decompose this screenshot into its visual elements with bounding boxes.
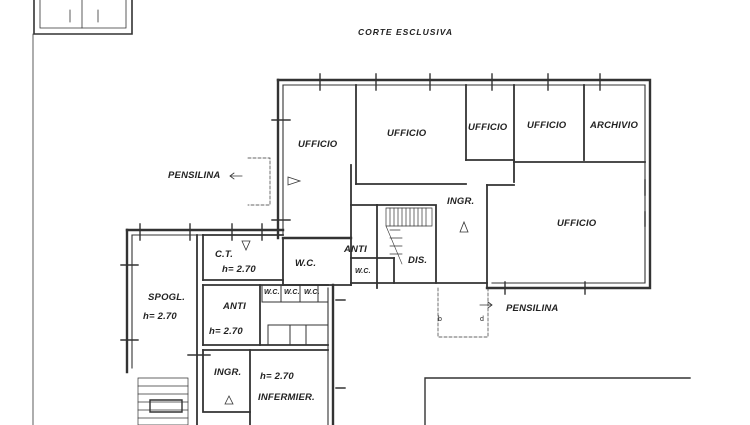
room-entrance-main: INGR. [447,196,475,207]
main-stair [385,207,433,265]
room-infermier: INFERMIER. [258,392,315,403]
room-wc-small-1: W.C. [264,289,280,296]
room-spogl-height: h= 2.70 [143,311,177,322]
canopy-mark-d: d [480,316,485,323]
room-office-large: UFFICIO [557,218,597,229]
room-wc-1: W.C. [295,258,317,269]
room-office-1: UFFICIO [298,139,338,150]
room-wc-small-2: W.C. [284,289,300,296]
room-wc-2: W.C. [355,268,371,275]
left-wing-partitions [196,234,352,425]
canopy-right-label: PENSILINA [506,303,559,314]
top-left-structure [33,0,133,35]
room-ct-height: h= 2.70 [222,264,256,275]
office-partitions [355,84,646,289]
canopy-left-label: PENSILINA [168,170,221,181]
canopy-left [247,157,271,206]
room-wc-small-3: W.C. [304,289,320,296]
room-anti-2: ANTI [223,301,246,312]
canopy-right [437,287,489,338]
room-office-2: UFFICIO [387,128,427,139]
room-office-3: UFFICIO [468,122,508,133]
central-core-walls [350,164,488,289]
lower-stair [137,377,189,425]
room-anti-1: ANTI [344,244,367,255]
room-dis: DIS. [408,255,428,266]
room-infermier-height: h= 2.70 [260,371,294,382]
room-anti-2-height: h= 2.70 [209,326,243,337]
window-marks [120,73,646,389]
room-archive: ARCHIVIO [590,120,639,131]
main-block-walls [276,78,652,290]
room-office-4: UFFICIO [527,120,567,131]
room-entrance-lower: INGR. [214,367,242,378]
lower-right-building [424,377,691,425]
room-ct: C.T. [215,249,234,260]
canopy-mark-b: b [438,316,443,323]
courtyard-label: CORTE ESCLUSIVA [358,27,453,37]
door-arrows [224,172,493,405]
room-spogl: SPOGL. [148,292,186,303]
